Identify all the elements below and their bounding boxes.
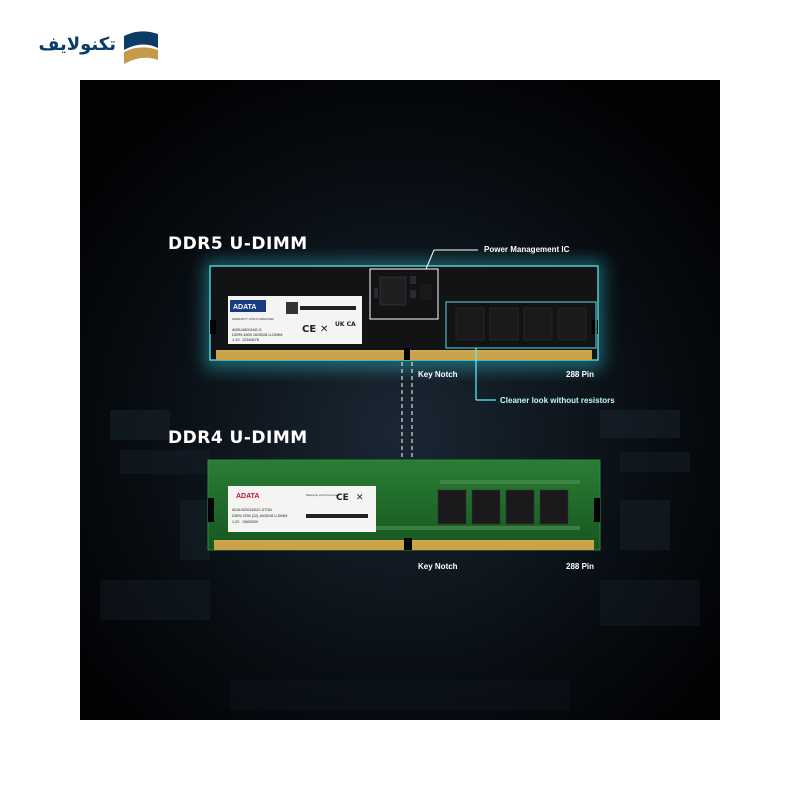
ddr5-label-marks: UK CA bbox=[335, 321, 356, 328]
ddr5-label-spec: DDR5 4800 16GBX8 U-DIMM bbox=[232, 333, 282, 337]
ram-comparison-image: ADATA WARRANTY VOID IF REMOVED AD5U48001… bbox=[80, 80, 720, 720]
ddr4-module: ADATA AD4U320016G22-DTGN DDR4 3200 (22)-… bbox=[207, 459, 601, 551]
weee-bin-icon: ✕ bbox=[320, 324, 328, 335]
ddr4-label-voltage: 1.2V bbox=[232, 520, 240, 524]
ddr4-pin-count-callout: 288 Pin bbox=[566, 562, 595, 571]
circuit-texture bbox=[100, 410, 700, 710]
ddr5-pins-right bbox=[410, 350, 592, 360]
ddr5-label-part: AD5U480016G-S bbox=[232, 328, 262, 332]
brand-logo: تکنولایف bbox=[34, 28, 164, 68]
pmic-callout: Power Management IC bbox=[484, 245, 570, 254]
ddr5-memory-chip bbox=[557, 307, 587, 341]
ddr5-label-warranty: WARRANTY VOID IF REMOVED bbox=[232, 317, 274, 321]
ce-mark-icon: CE bbox=[302, 324, 316, 335]
weee-bin-icon: ✕ bbox=[356, 493, 364, 503]
ddr5-pins-left bbox=[216, 350, 404, 360]
ddr4-label-serial: 19603009 bbox=[242, 520, 258, 524]
ddr4-label-brand: ADATA bbox=[236, 493, 259, 500]
brand-name: تکنولایف bbox=[38, 34, 116, 55]
ddr5-qr-code-icon bbox=[286, 302, 298, 314]
pmic-callout-line bbox=[425, 249, 435, 270]
ddr4-label-warranty: Warranty void if removed bbox=[306, 493, 340, 497]
ddr5-side-notch-left bbox=[210, 320, 216, 334]
ddr5-module: ADATA WARRANTY VOID IF REMOVED AD5U48001… bbox=[204, 249, 604, 401]
ddr4-label-part: AD4U320016G22-DTGN bbox=[232, 508, 272, 512]
ddr4-label-marks: CE bbox=[336, 493, 349, 503]
ddr5-barcode-icon bbox=[300, 306, 356, 310]
ram-illustration: ADATA WARRANTY VOID IF REMOVED AD5U48001… bbox=[80, 80, 720, 720]
cleaner-look-callout: Cleaner look without resistors bbox=[500, 396, 615, 405]
ddr4-key-notch-callout: Key Notch bbox=[418, 562, 458, 571]
ddr5-key-notch-callout: Key Notch bbox=[418, 370, 458, 379]
ddr4-label-spec: DDR4 3200 (22)-16GBX8 U-DIMM bbox=[232, 514, 287, 518]
ddr5-memory-chip bbox=[455, 307, 485, 341]
ddr5-pin-count-callout: 288 Pin bbox=[566, 370, 595, 379]
pmic-highlight-box bbox=[369, 268, 439, 320]
ddr4-side-notch-right bbox=[594, 498, 600, 522]
ddr4-pins-right bbox=[412, 540, 594, 550]
ddr5-label-serial: 12345678 bbox=[242, 338, 259, 342]
ddr5-label-brand: ADATA bbox=[233, 304, 256, 311]
ddr4-pcb bbox=[207, 459, 601, 551]
ddr4-memory-chip bbox=[539, 489, 569, 525]
ddr5-side-notch-right bbox=[592, 320, 598, 334]
brand-logo-icon bbox=[124, 31, 158, 64]
ddr4-key-notch bbox=[404, 538, 412, 550]
ddr4-memory-chip bbox=[437, 489, 467, 525]
background bbox=[80, 80, 720, 720]
ddr5-memory-chip bbox=[523, 307, 553, 341]
ddr4-label bbox=[228, 486, 376, 532]
ddr4-pins-left bbox=[214, 540, 404, 550]
ddr4-side-notch-left bbox=[208, 498, 214, 522]
pmic-chip bbox=[379, 276, 407, 306]
ddr5-key-notch bbox=[404, 348, 410, 360]
ddr5-heading: DDR5 U-DIMM bbox=[168, 234, 308, 254]
ddr4-memory-chip bbox=[471, 489, 501, 525]
ddr4-memory-chip bbox=[505, 489, 535, 525]
ddr4-resistor-row bbox=[230, 526, 580, 530]
ddr5-memory-chip bbox=[489, 307, 519, 341]
ddr4-barcode-icon bbox=[306, 514, 368, 518]
ddr5-resistor-area-highlight bbox=[445, 301, 597, 349]
ddr4-heading: DDR4 U-DIMM bbox=[168, 428, 308, 448]
ddr4-resistor-row bbox=[440, 480, 580, 484]
ddr5-label-voltage: 1.1V bbox=[232, 338, 240, 342]
